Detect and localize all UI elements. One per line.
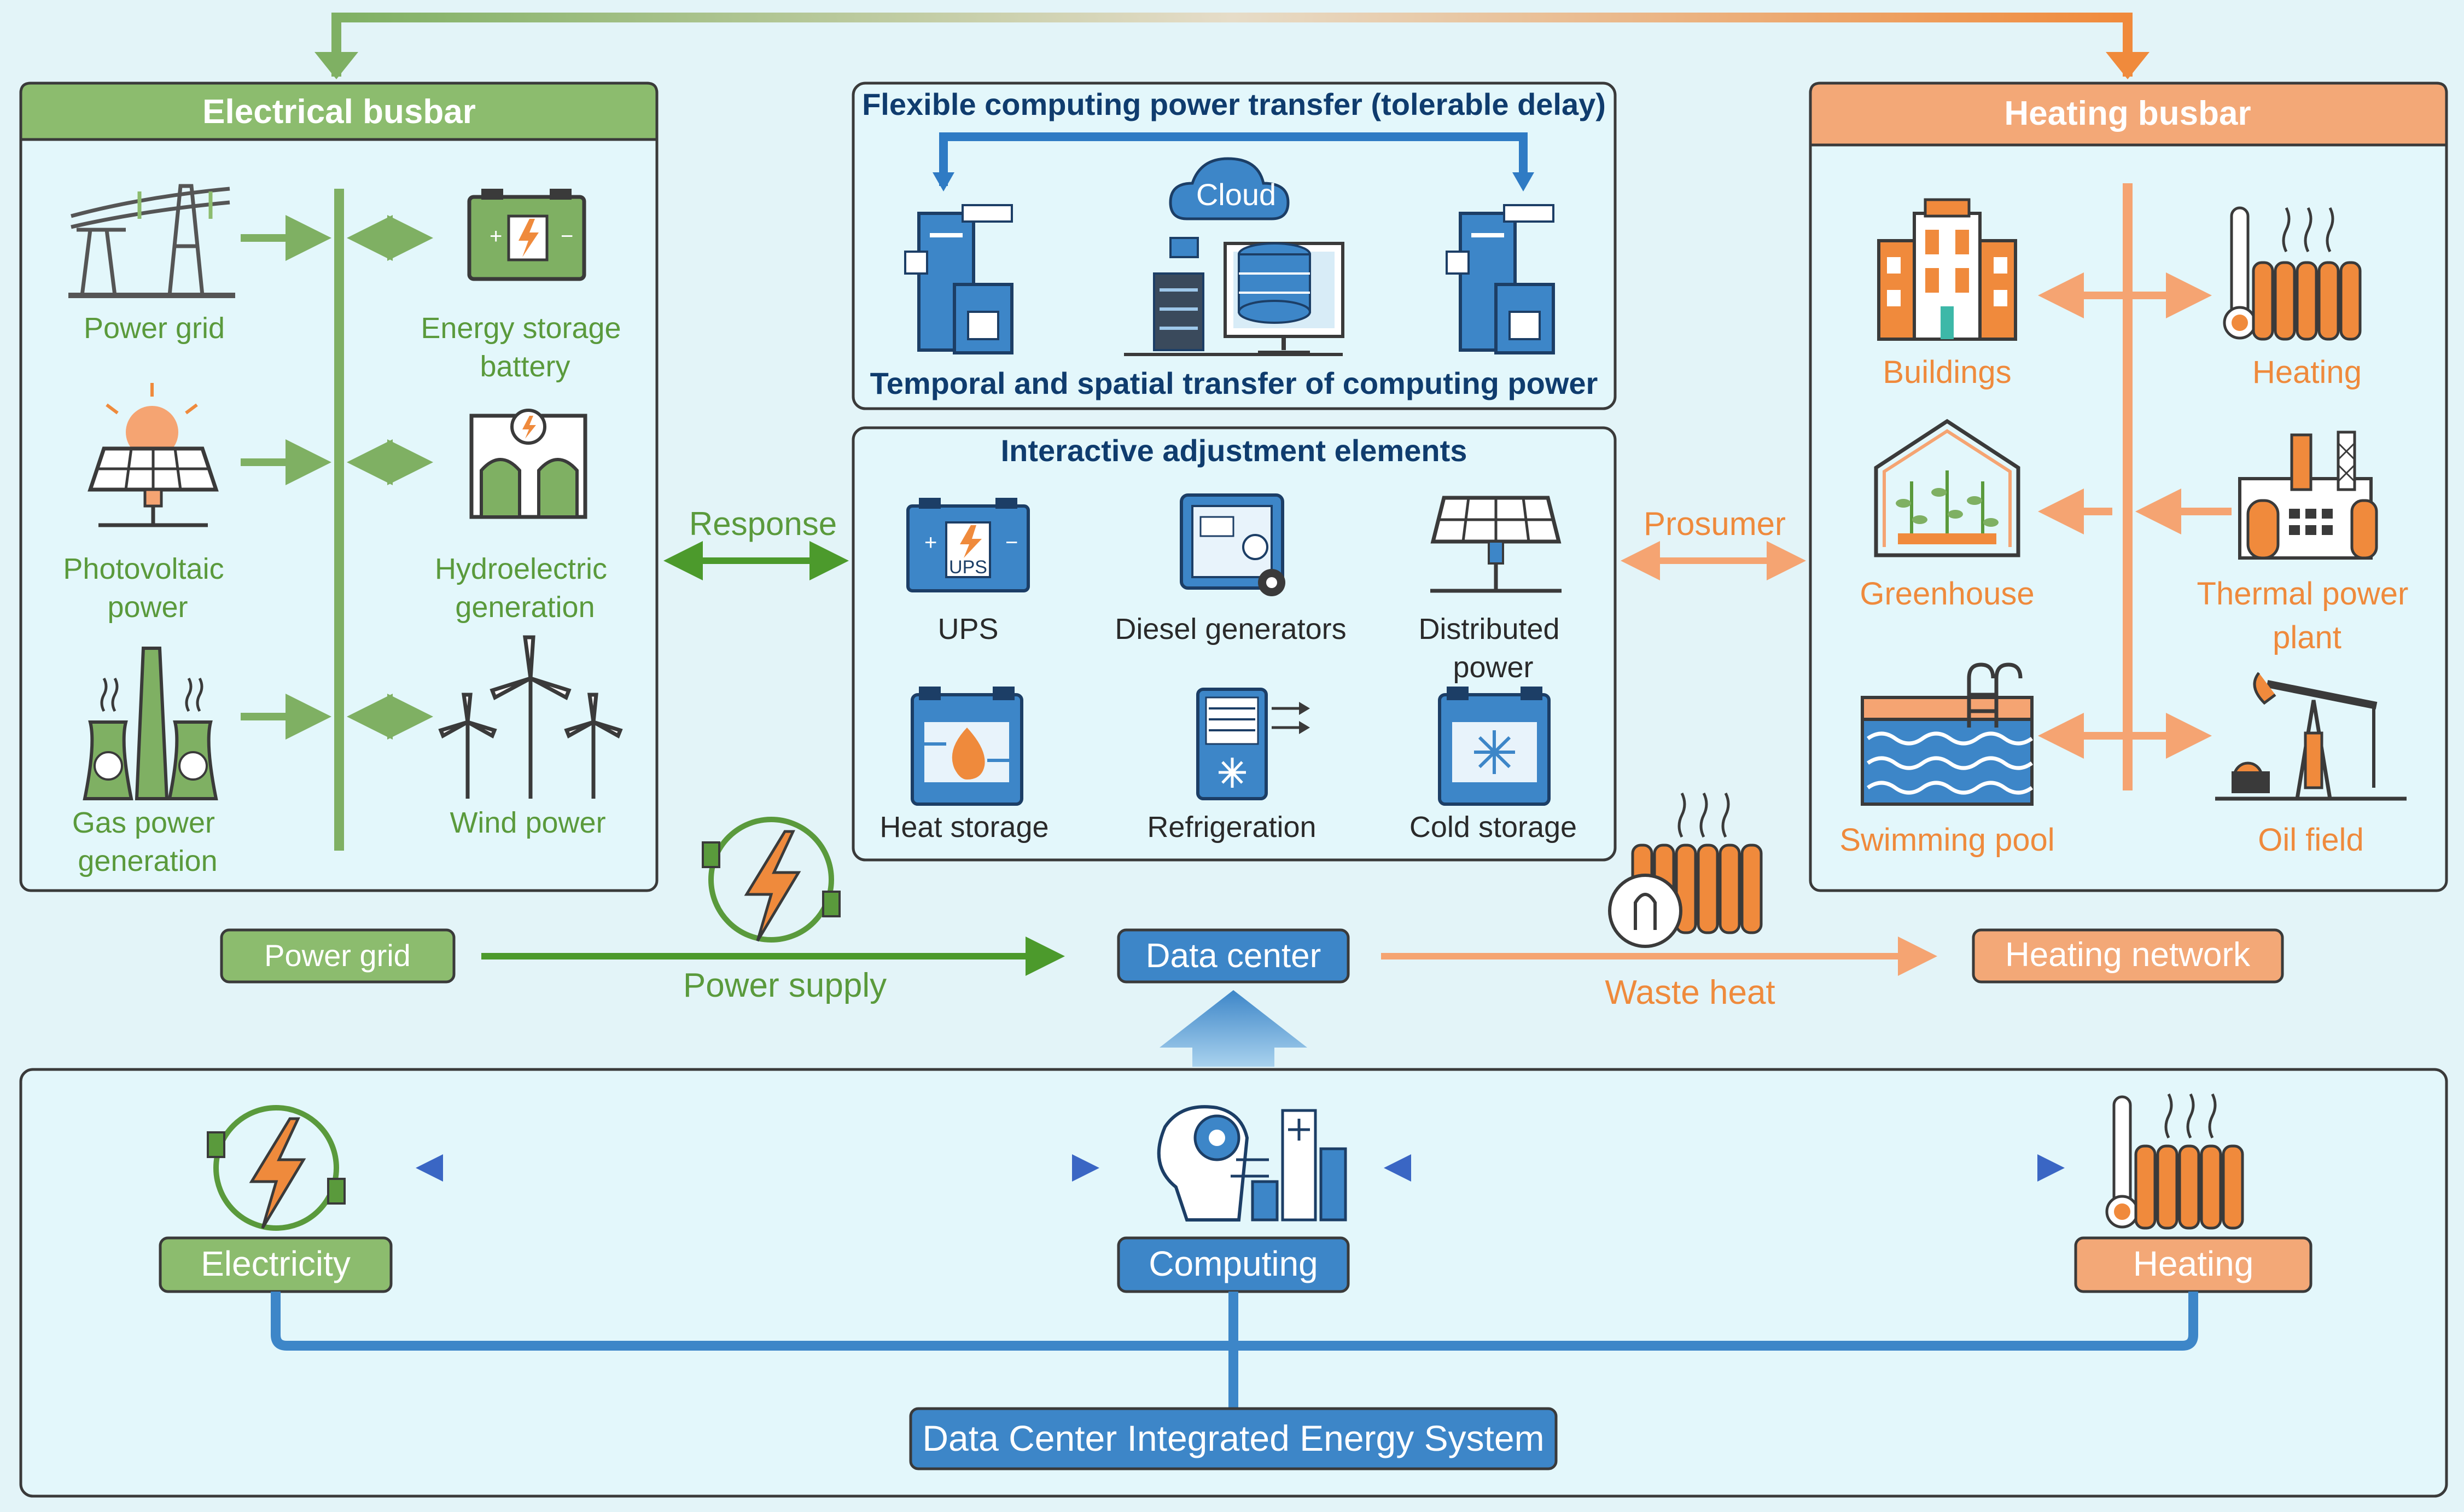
svg-text:+: + [924, 531, 937, 555]
computing-icon [1157, 1105, 1347, 1222]
up-arrow-data-center [1160, 990, 1307, 1067]
refrigeration-icon [1196, 688, 1310, 800]
waste-heat-radiator-icon [1608, 792, 1763, 948]
thermal-power-plant-icon [2238, 431, 2378, 560]
heat-storage-icon [911, 687, 1023, 806]
heating-radiator-icon [2223, 206, 2362, 341]
label-thermal-power-plant: Thermal power plant [2197, 576, 2418, 655]
computing-transfer-caption: Temporal and spatial transfer of computi… [870, 366, 1598, 400]
label-energy-storage-battery: Energy storage battery [421, 312, 629, 383]
data-storage-icon [1124, 237, 1344, 356]
label-diesel-generators: Diesel generators [1115, 613, 1346, 645]
server-right-icon [1446, 204, 1555, 354]
label-wind-power: Wind power [450, 806, 605, 839]
electrical-busbar-panel: Electrical busbar Power grid [19, 82, 659, 892]
ups-icon: UPS + − [906, 498, 1030, 592]
label-heating: Heating [2252, 354, 2362, 390]
label-response: Response [689, 505, 837, 542]
svg-text:UPS: UPS [949, 557, 987, 578]
svg-text:−: − [561, 224, 573, 248]
label-swimming-pool: Swimming pool [1839, 822, 2054, 858]
interactive-adjustment-panel: Interactive adjustment elements UPS + − … [852, 426, 1617, 862]
bottom-computing: Computing [1149, 1244, 1318, 1283]
bottom-heating-icon [2105, 1093, 2244, 1230]
buildings-icon [1877, 198, 2017, 341]
integrated-system-panel: Electricity Computing [19, 1068, 2448, 1498]
flow-waste-heat: Waste heat [1605, 974, 1775, 1011]
svg-text:+: + [490, 224, 502, 248]
bottom-heating: Heating [2133, 1244, 2254, 1283]
label-oil-field: Oil field [2258, 822, 2363, 858]
cold-storage-icon [1438, 687, 1551, 806]
energy-storage-battery-icon: + − [467, 189, 586, 281]
computing-transfer-panel: Flexible computing power transfer (toler… [852, 82, 1617, 410]
flow-heating-network: Heating network [2005, 936, 2251, 974]
label-greenhouse: Greenhouse [1860, 576, 2034, 612]
label-cold-storage: Cold storage [1409, 811, 1577, 844]
label-prosumer: Prosumer [1644, 505, 1786, 542]
cloud-icon: Cloud [1169, 157, 1290, 220]
power-grid-icon [68, 184, 235, 298]
label-distributed-power: Distributed power [1418, 613, 1568, 684]
label-gas-power-generation: Gas power generation [72, 806, 223, 877]
greenhouse-icon [1874, 418, 2020, 557]
computing-transfer-title: Flexible computing power transfer (toler… [862, 87, 1606, 121]
flow-power-supply: Power supply [683, 967, 887, 1004]
distributed-power-icon [1430, 496, 1562, 593]
heating-busbar-title: Heating busbar [2004, 95, 2251, 132]
flow-row: Power grid Power supply Data center Wast… [220, 792, 2284, 1067]
label-heat-storage: Heat storage [879, 811, 1048, 844]
bottom-system-title: Data Center Integrated Energy System [922, 1418, 1544, 1458]
top-link-arrow [314, 13, 2150, 79]
label-ups: UPS [937, 613, 998, 645]
wind-turbine-icon [438, 635, 623, 799]
interactive-title: Interactive adjustment elements [1001, 433, 1467, 468]
flow-power-grid: Power grid [264, 938, 411, 973]
photovoltaic-icon [88, 383, 219, 527]
oil-field-icon [2215, 672, 2407, 801]
diesel-generator-icon [1180, 493, 1285, 596]
electrical-busbar-title: Electrical busbar [202, 93, 476, 131]
label-buildings: Buildings [1883, 354, 2011, 390]
label-photovoltaic-power: Photovoltaic power [63, 553, 232, 624]
gas-power-icon [83, 647, 218, 800]
hydroelectric-icon [469, 409, 587, 519]
label-hydroelectric-generation: Hydroelectric generation [435, 553, 615, 624]
heating-busbar-panel: Heating busbar Buildings [1809, 82, 2448, 892]
transfer-arrow [939, 132, 1528, 186]
flow-data-center: Data center [1146, 937, 1321, 975]
swimming-pool-icon [1861, 662, 2034, 806]
label-power-grid: Power grid [84, 312, 225, 345]
svg-text:−: − [1005, 531, 1018, 555]
server-left-icon [904, 204, 1013, 354]
power-supply-plug-icon [702, 817, 841, 943]
bottom-electricity: Electricity [201, 1244, 351, 1283]
label-refrigeration: Refrigeration [1147, 811, 1316, 844]
electricity-plug-icon [207, 1105, 346, 1231]
svg-text:Cloud: Cloud [1196, 177, 1276, 212]
